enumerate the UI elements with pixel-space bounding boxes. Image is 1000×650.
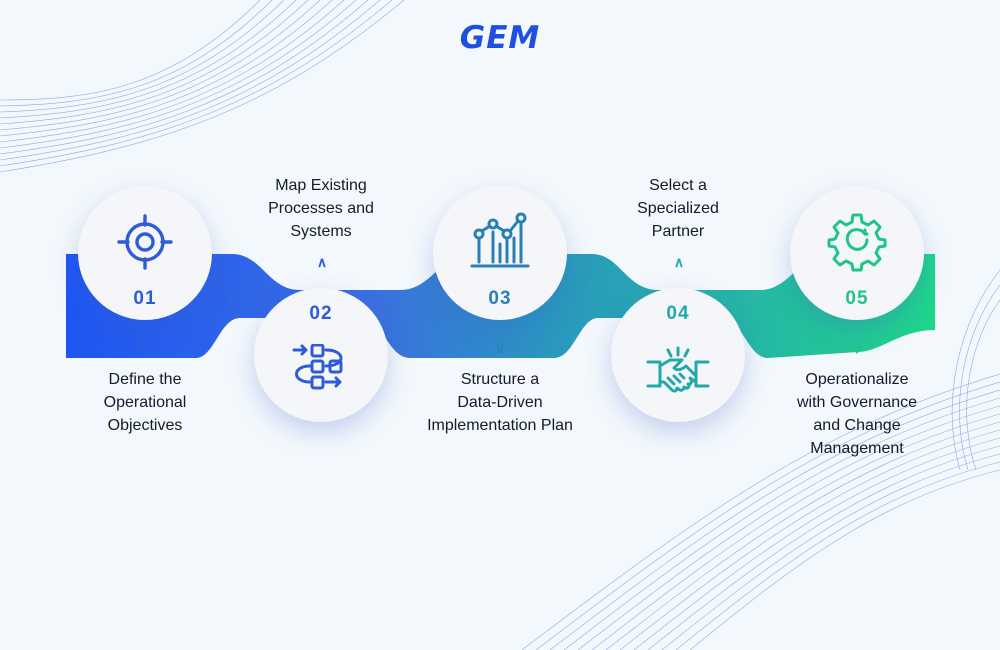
chevron-up-icon: ∧ [316, 254, 328, 270]
title-line: Specialized [637, 200, 719, 217]
step-1-circle [78, 186, 212, 320]
chart-icon [470, 212, 530, 268]
step-5-number: 05 [845, 288, 869, 309]
step-2-title: Map Existing Processes and Systems [221, 174, 421, 243]
title-line: Systems [290, 223, 352, 240]
step-3-circle [433, 186, 567, 320]
step-2-number: 02 [309, 303, 333, 324]
title-line: Operationalize [805, 371, 909, 388]
title-line: with Governance [796, 394, 918, 411]
chevron-up-icon: ∧ [673, 254, 685, 270]
step-2-circle [254, 288, 388, 422]
title-line: and Change [813, 417, 901, 434]
step-4-circle [611, 288, 745, 422]
chevron-down-icon: ∨ [851, 340, 863, 356]
title-line: Select a [649, 177, 707, 194]
step-3-number: 03 [488, 288, 512, 309]
title-line: Processes and [268, 200, 374, 217]
title-line: Implementation Plan [427, 417, 573, 434]
chevron-down-icon: ∨ [139, 340, 151, 356]
step-4-title: Select a Specialized Partner [578, 174, 778, 243]
title-line: Map Existing [275, 177, 367, 194]
title-line: Management [810, 440, 904, 457]
title-line: Partner [651, 223, 705, 240]
logo-text: GEM [459, 20, 541, 56]
gem-logo: GEM [0, 20, 1000, 56]
step-4-number: 04 [666, 303, 690, 324]
step-5-circle [790, 186, 924, 320]
title-line: Operational [103, 394, 187, 411]
title-line: Data-Driven [457, 394, 543, 411]
target-icon [117, 214, 173, 270]
gear-icon [827, 213, 887, 272]
title-line: Objectives [107, 417, 183, 434]
chevron-down-icon: ∨ [494, 340, 506, 356]
step-5-title: Operationalize with Governance and Chang… [757, 368, 957, 460]
process-flow-icon [292, 344, 343, 390]
handshake-icon [646, 346, 710, 393]
step-1-title: Define the Operational Objectives [45, 368, 245, 437]
title-line: Define the [108, 371, 182, 388]
title-line: Structure a [460, 371, 540, 388]
step-3-title: Structure a Data-Driven Implementation P… [400, 368, 600, 437]
step-1-number: 01 [133, 288, 157, 309]
